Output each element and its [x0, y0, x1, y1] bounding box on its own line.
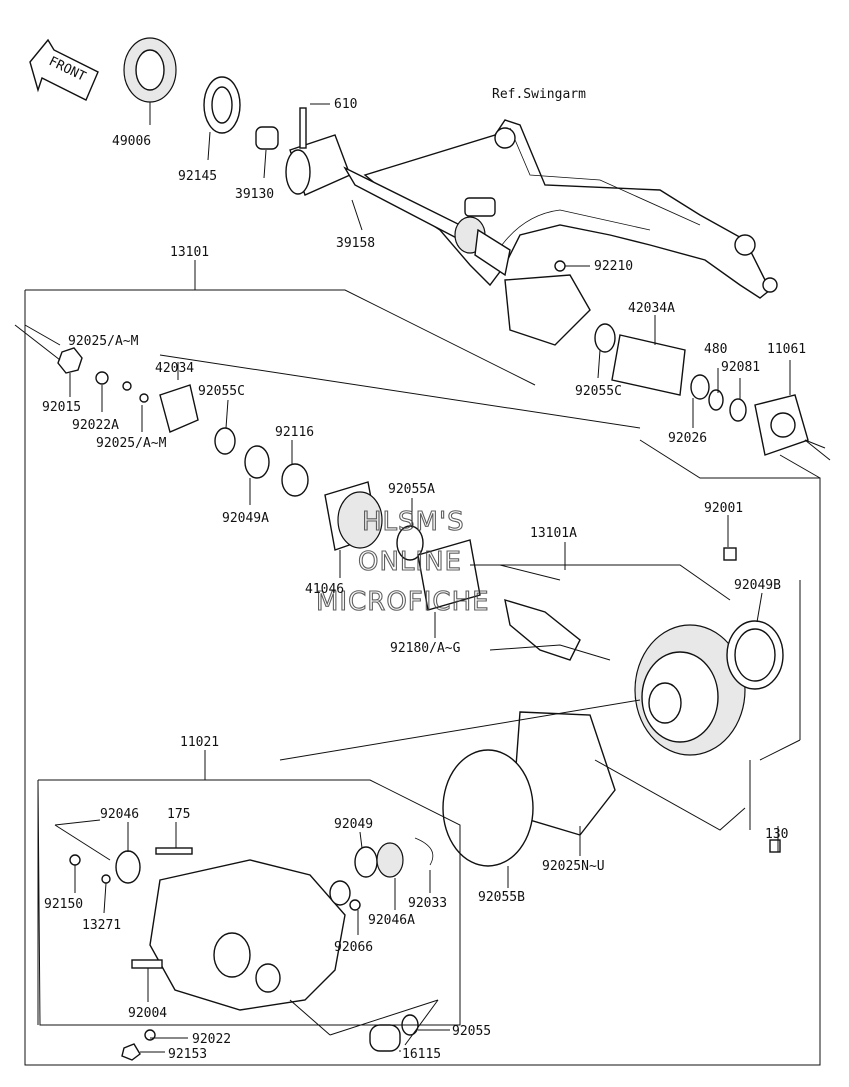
- part-label[interactable]: 42034A: [628, 301, 675, 316]
- swingarm-illustration: [363, 119, 778, 299]
- part-label[interactable]: 92025N~U: [542, 859, 605, 874]
- leader-lines: [69, 102, 791, 1053]
- part-label[interactable]: 92022A: [72, 418, 119, 433]
- part-label[interactable]: 92049: [334, 817, 373, 832]
- part-label[interactable]: 92046: [100, 807, 139, 822]
- part-label[interactable]: 11021: [180, 735, 219, 750]
- group-outlines: [14, 289, 831, 1066]
- part-label[interactable]: 42034: [155, 361, 194, 376]
- ring-gear-group: [442, 547, 784, 867]
- part-label[interactable]: 13101: [170, 245, 209, 260]
- part-label[interactable]: 130: [765, 827, 788, 842]
- part-label[interactable]: 16115: [402, 1047, 441, 1062]
- part-label[interactable]: 13101A: [530, 526, 577, 541]
- part-label[interactable]: 92153: [168, 1047, 207, 1062]
- part-label[interactable]: 92025/A~M: [96, 436, 167, 451]
- drive-shaft-illustration: [285, 107, 511, 277]
- watermark-line-1: HLSM'S: [362, 507, 465, 537]
- part-label[interactable]: 41046: [305, 582, 344, 597]
- part-label[interactable]: 92055B: [478, 890, 525, 905]
- part-label[interactable]: 92180/A~G: [390, 641, 461, 656]
- part-label[interactable]: 11061: [767, 342, 806, 357]
- part-label[interactable]: 175: [167, 807, 190, 822]
- part-label[interactable]: 92049B: [734, 578, 781, 593]
- part-label[interactable]: 92081: [721, 360, 760, 375]
- part-label[interactable]: 92066: [334, 940, 373, 955]
- part-label[interactable]: 610: [334, 97, 357, 112]
- part-label[interactable]: 92046A: [368, 913, 415, 928]
- front-arrow-icon: FRONT: [29, 38, 99, 101]
- ref-swingarm-label: Ref.Swingarm: [492, 87, 586, 102]
- part-label[interactable]: 92025/A~M: [68, 334, 139, 349]
- part-label[interactable]: 92026: [668, 431, 707, 446]
- part-label[interactable]: 92055: [452, 1024, 491, 1039]
- part-label[interactable]: 92116: [275, 425, 314, 440]
- part-label[interactable]: 39158: [336, 236, 375, 251]
- part-label[interactable]: 92145: [178, 169, 217, 184]
- part-label[interactable]: 92055C: [575, 384, 622, 399]
- part-label[interactable]: 92015: [42, 400, 81, 415]
- part-label[interactable]: 92055A: [388, 482, 435, 497]
- part-label[interactable]: 13271: [82, 918, 121, 933]
- watermark-line-2: ONLINE: [358, 547, 462, 577]
- part-labels: 49006 92145 39130 610 39158 92210 13101 …: [42, 97, 806, 1062]
- upper-components: [123, 37, 809, 456]
- pinion-group: [57, 347, 481, 611]
- part-label[interactable]: 92150: [44, 897, 83, 912]
- part-label[interactable]: 92049A: [222, 511, 269, 526]
- part-label[interactable]: 92055C: [198, 384, 245, 399]
- part-label[interactable]: 49006: [112, 134, 151, 149]
- part-label[interactable]: 92022: [192, 1032, 231, 1047]
- part-label[interactable]: 92033: [408, 896, 447, 911]
- part-label[interactable]: 92001: [704, 501, 743, 516]
- part-label[interactable]: 92210: [594, 259, 633, 274]
- final-gear-case-illustration: [69, 837, 434, 1061]
- watermark-line-3: MICROFICHE: [316, 587, 490, 617]
- watermark: HLSM'S ONLINE MICROFICHE: [315, 506, 490, 617]
- part-label[interactable]: 92004: [128, 1006, 167, 1021]
- part-label[interactable]: 480: [704, 342, 727, 357]
- part-label[interactable]: 39130: [235, 187, 274, 202]
